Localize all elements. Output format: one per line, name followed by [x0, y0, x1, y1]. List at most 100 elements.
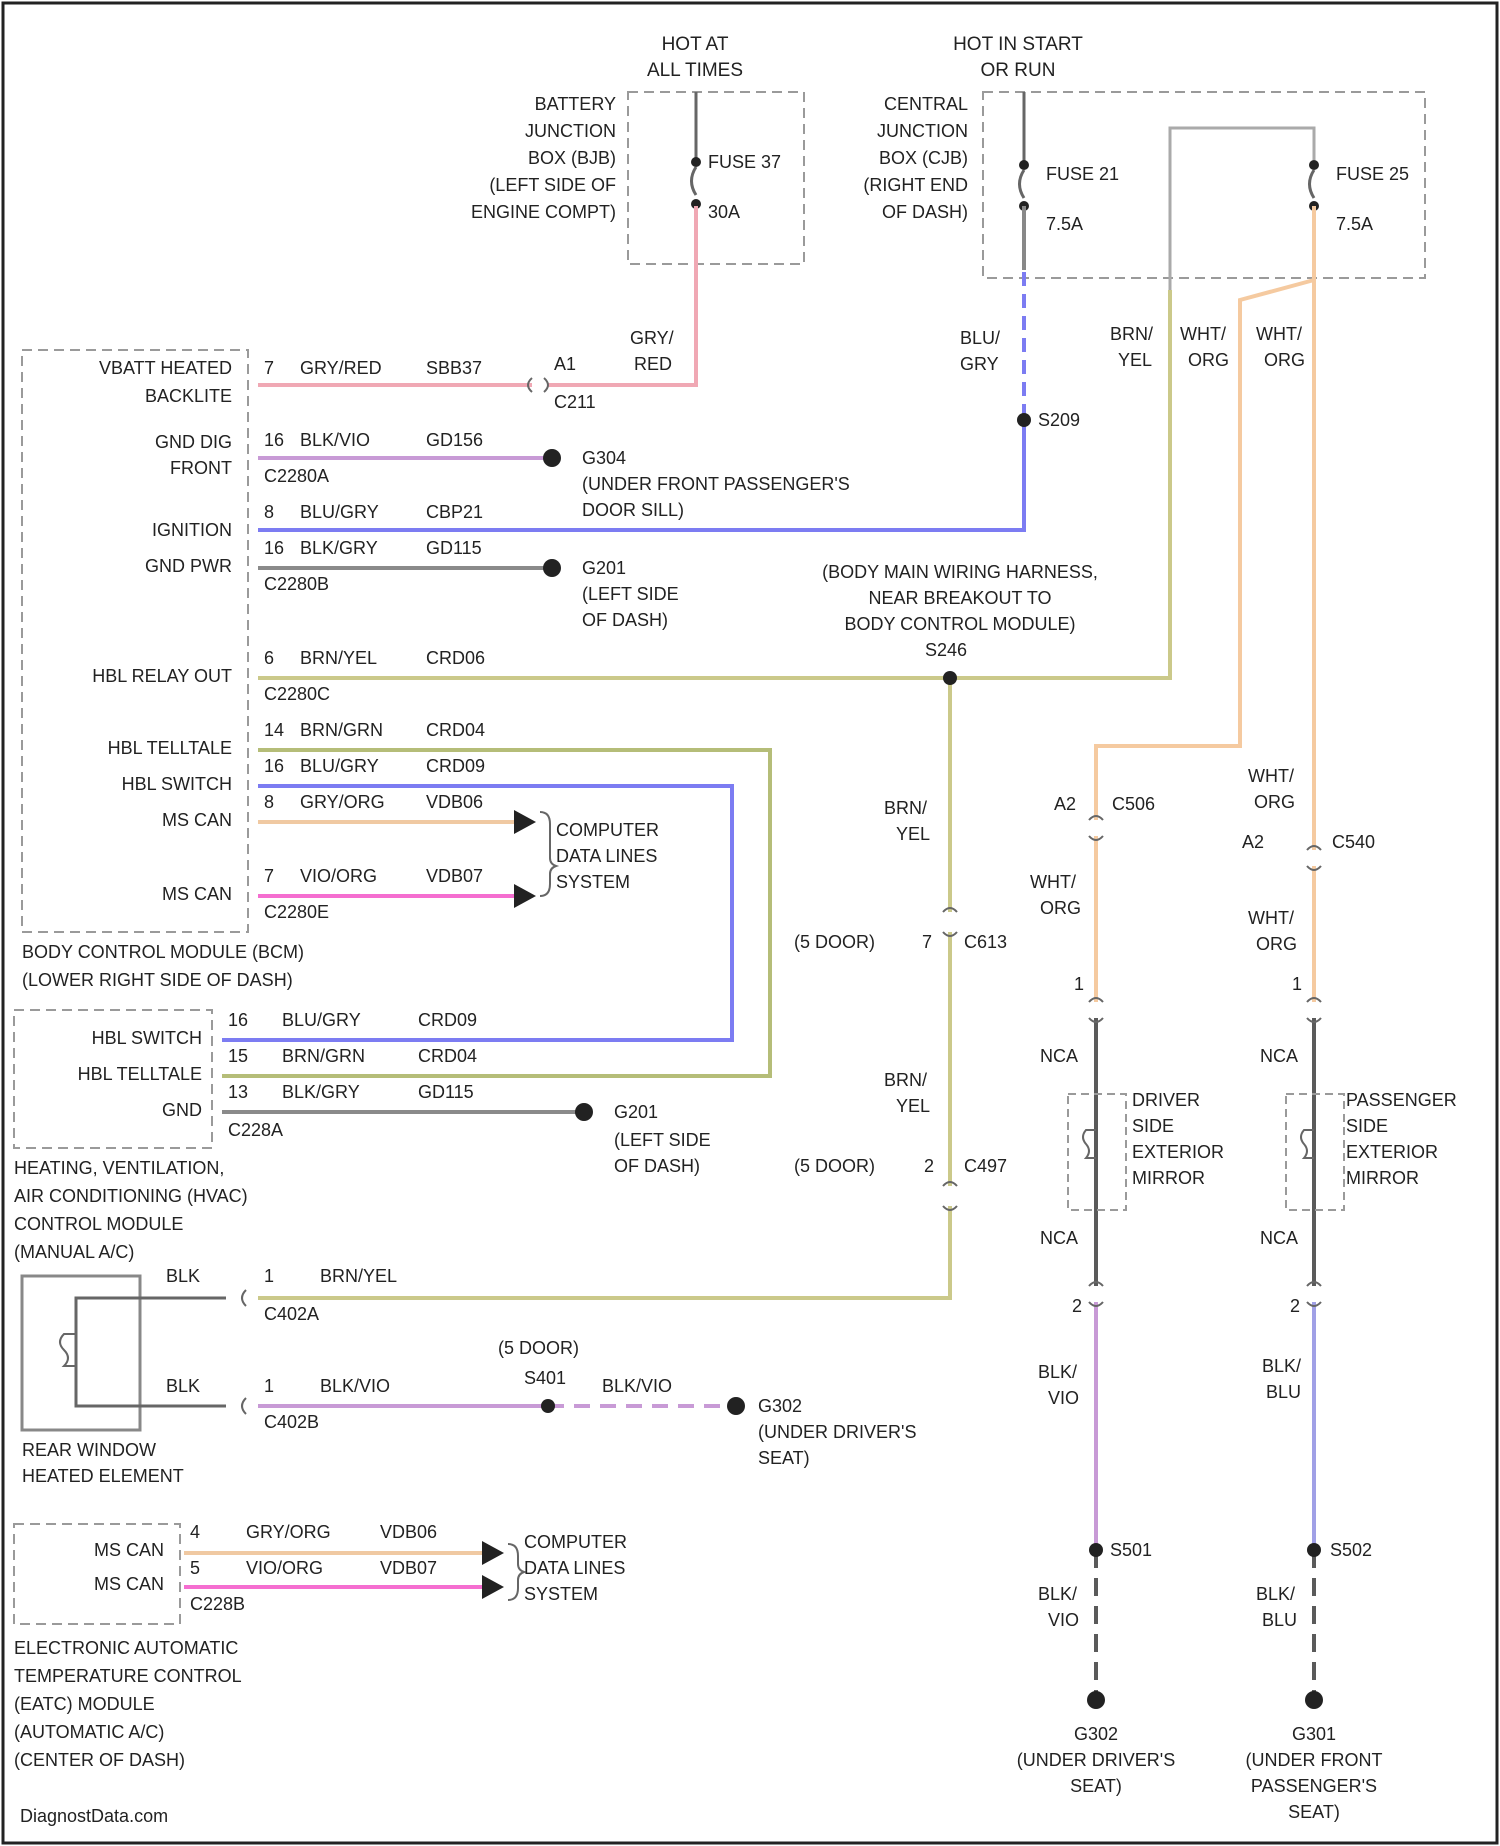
- svg-text:ALL TIMES: ALL TIMES: [647, 60, 743, 81]
- s502-dot: [1307, 1543, 1321, 1557]
- svg-text:(5 DOOR): (5 DOOR): [498, 1338, 579, 1358]
- s501-dot: [1089, 1543, 1103, 1557]
- svg-text:G201: G201: [614, 1102, 658, 1122]
- passenger-mirror-label: PASSENGER SIDE EXTERIOR MIRROR: [1346, 1090, 1457, 1188]
- svg-text:GD115: GD115: [418, 1082, 474, 1102]
- svg-text:GND PWR: GND PWR: [145, 556, 232, 576]
- svg-text:(AUTOMATIC A/C): (AUTOMATIC A/C): [14, 1722, 164, 1742]
- svg-text:C506: C506: [1112, 794, 1155, 814]
- svg-text:VBATT HEATED: VBATT HEATED: [99, 358, 232, 378]
- svg-text:COMPUTER: COMPUTER: [556, 820, 659, 840]
- svg-text:CRD06: CRD06: [426, 648, 485, 668]
- fuse-wire-labels: BRN/ YEL WHT/ ORG WHT/ ORG: [1110, 324, 1305, 370]
- bcm-pin-hbl-switch: HBL SWITCH 16 BLU/GRY CRD09: [122, 756, 485, 794]
- fuse-21-label: FUSE 21: [1046, 164, 1119, 184]
- svg-text:JUNCTION: JUNCTION: [525, 121, 616, 141]
- svg-text:1: 1: [1074, 974, 1084, 994]
- svg-text:BLK/VIO: BLK/VIO: [602, 1376, 672, 1396]
- svg-text:COMPUTER: COMPUTER: [524, 1532, 627, 1552]
- svg-text:(UNDER DRIVER'S: (UNDER DRIVER'S: [1017, 1750, 1175, 1770]
- svg-text:C402B: C402B: [264, 1412, 319, 1432]
- svg-text:(UNDER FRONT PASSENGER'S: (UNDER FRONT PASSENGER'S: [582, 474, 850, 494]
- svg-text:BRN/GRN: BRN/GRN: [282, 1046, 365, 1066]
- svg-text:WHT/: WHT/: [1248, 766, 1294, 786]
- svg-text:(LEFT SIDE OF: (LEFT SIDE OF: [489, 175, 616, 195]
- svg-text:HBL TELLTALE: HBL TELLTALE: [108, 738, 232, 758]
- svg-text:ORG: ORG: [1188, 350, 1229, 370]
- bcm-pin-vbatt: VBATT HEATED BACKLITE 7 GRY/RED SBB37: [99, 358, 482, 406]
- svg-text:HOT IN START: HOT IN START: [953, 34, 1083, 55]
- passenger-mirror-labels: WHT/ ORG A2 C540 WHT/ ORG 1 NCA NCA 2 BL…: [1242, 766, 1375, 1630]
- svg-text:GD115: GD115: [426, 538, 482, 558]
- svg-text:BLU/: BLU/: [960, 328, 1000, 348]
- svg-text:7: 7: [264, 866, 274, 886]
- s401-label: (5 DOOR) S401 BLK/VIO: [498, 1338, 672, 1396]
- svg-text:16: 16: [264, 756, 284, 776]
- svg-text:C2280E: C2280E: [264, 902, 329, 922]
- svg-text:CRD04: CRD04: [426, 720, 485, 740]
- svg-text:OF DASH): OF DASH): [882, 202, 968, 222]
- svg-text:C497: C497: [964, 1156, 1007, 1176]
- svg-text:BLU/GRY: BLU/GRY: [282, 1010, 361, 1030]
- svg-text:BACKLITE: BACKLITE: [145, 386, 232, 406]
- svg-text:S401: S401: [524, 1368, 566, 1388]
- g302-dot: [727, 1397, 745, 1415]
- svg-text:SYSTEM: SYSTEM: [524, 1584, 598, 1604]
- svg-text:S209: S209: [1038, 410, 1080, 430]
- g304-label: G304 (UNDER FRONT PASSENGER'S DOOR SILL): [582, 448, 850, 520]
- svg-text:BLK/: BLK/: [1256, 1584, 1295, 1604]
- svg-text:13: 13: [228, 1082, 248, 1102]
- rear-window-label: REAR WINDOW HEATED ELEMENT: [22, 1440, 184, 1486]
- svg-text:HEATING, VENTILATION,: HEATING, VENTILATION,: [14, 1158, 224, 1178]
- svg-text:CENTRAL: CENTRAL: [884, 94, 968, 114]
- svg-text:REAR WINDOW: REAR WINDOW: [22, 1440, 156, 1460]
- svg-text:VIO: VIO: [1048, 1388, 1079, 1408]
- svg-text:8: 8: [264, 792, 274, 812]
- svg-text:VIO/ORG: VIO/ORG: [246, 1558, 323, 1578]
- rear-window-element: [22, 1276, 226, 1430]
- svg-text:SEAT): SEAT): [1070, 1776, 1122, 1796]
- svg-text:VIO/ORG: VIO/ORG: [300, 866, 377, 886]
- bjb-label: BATTERY JUNCTION BOX (BJB) (LEFT SIDE OF…: [471, 94, 616, 222]
- svg-text:ENGINE COMPT): ENGINE COMPT): [471, 202, 616, 222]
- fuse-25-label: FUSE 25: [1336, 164, 1409, 184]
- svg-text:IGNITION: IGNITION: [152, 520, 232, 540]
- svg-text:C613: C613: [964, 932, 1007, 952]
- svg-text:NCA: NCA: [1260, 1046, 1298, 1066]
- svg-text:(CENTER OF DASH): (CENTER OF DASH): [14, 1750, 185, 1770]
- svg-text:SEAT): SEAT): [758, 1448, 810, 1468]
- svg-text:WHT/: WHT/: [1248, 908, 1294, 928]
- svg-text:(UNDER DRIVER'S: (UNDER DRIVER'S: [758, 1422, 916, 1442]
- svg-text:SEAT): SEAT): [1288, 1802, 1340, 1822]
- svg-text:14: 14: [264, 720, 284, 740]
- svg-text:(LEFT SIDE: (LEFT SIDE: [582, 584, 679, 604]
- g201-dot: [543, 559, 561, 577]
- s246-label: (BODY MAIN WIRING HARNESS, NEAR BREAKOUT…: [822, 562, 1098, 660]
- svg-text:NCA: NCA: [1040, 1228, 1078, 1248]
- cjb-box: [983, 92, 1425, 278]
- fuse-21: FUSE 21 7.5A: [1019, 92, 1119, 234]
- svg-text:SIDE: SIDE: [1346, 1116, 1388, 1136]
- svg-text:BOX (BJB): BOX (BJB): [528, 148, 616, 168]
- svg-text:16: 16: [264, 538, 284, 558]
- svg-text:5: 5: [190, 1558, 200, 1578]
- svg-text:AIR CONDITIONING (HVAC): AIR CONDITIONING (HVAC): [14, 1186, 248, 1206]
- fuse-37-rating: 30A: [708, 202, 740, 222]
- svg-text:GRY/RED: GRY/RED: [300, 358, 382, 378]
- svg-text:BRN/YEL: BRN/YEL: [300, 648, 377, 668]
- svg-text:CRD04: CRD04: [418, 1046, 477, 1066]
- svg-text:1: 1: [1292, 974, 1302, 994]
- svg-text:(EATC) MODULE: (EATC) MODULE: [14, 1694, 155, 1714]
- svg-text:HBL RELAY OUT: HBL RELAY OUT: [92, 666, 232, 686]
- svg-text:MS CAN: MS CAN: [94, 1540, 164, 1560]
- svg-text:16: 16: [228, 1010, 248, 1030]
- svg-text:A1: A1: [554, 354, 576, 374]
- svg-text:BLK: BLK: [166, 1266, 200, 1286]
- svg-text:BRN/GRN: BRN/GRN: [300, 720, 383, 740]
- bcm-pin-hbl-telltale: HBL TELLTALE 14 BRN/GRN CRD04: [108, 720, 485, 758]
- svg-text:EXTERIOR: EXTERIOR: [1132, 1142, 1224, 1162]
- svg-text:TEMPERATURE CONTROL: TEMPERATURE CONTROL: [14, 1666, 242, 1686]
- svg-text:GRY/ORG: GRY/ORG: [300, 792, 385, 812]
- svg-text:VDB06: VDB06: [426, 792, 483, 812]
- svg-text:BRN/: BRN/: [884, 1070, 927, 1090]
